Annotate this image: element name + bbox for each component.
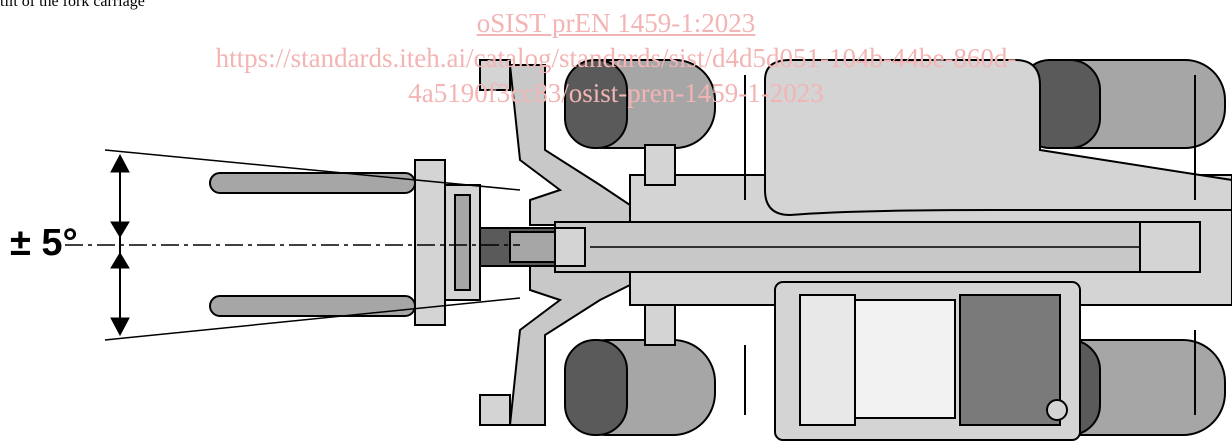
front-left-wheel	[564, 59, 716, 149]
tilt-angle-indicator	[65, 149, 521, 341]
caption-fragment: tilt of the fork carriage	[0, 0, 145, 10]
upper-fork	[209, 172, 416, 194]
watermark-line-1: oSIST prEN 1459-1:2023	[476, 8, 756, 38]
lower-left-mount	[479, 394, 511, 426]
upper-axle-stub	[644, 144, 676, 186]
watermark-line-2: https://standards.iteh.ai/catalog/standa…	[215, 43, 1017, 73]
front-right-wheel	[564, 339, 716, 436]
engine-cover	[764, 59, 1232, 217]
lower-fork	[209, 295, 416, 317]
lower-axle-bracket	[508, 259, 631, 426]
operator-cab	[774, 281, 1081, 441]
tilt-angle-label: ± 5°	[10, 222, 78, 264]
fork-carriage	[414, 159, 481, 326]
watermark-line-3: 4a5190f3cc83/osist-pren-1459-1-2023	[408, 78, 824, 108]
lower-axle-stub	[644, 304, 676, 346]
boom-pivot	[1139, 221, 1201, 273]
upper-left-mount	[479, 59, 511, 91]
